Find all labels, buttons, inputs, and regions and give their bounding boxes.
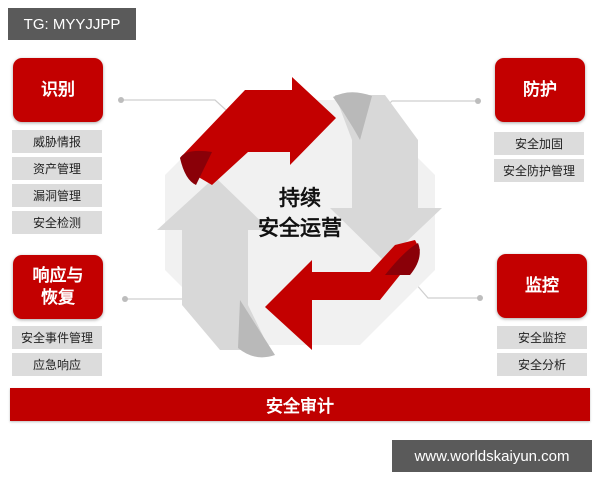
gray-arrow-down-icon xyxy=(330,92,442,262)
connector-identify xyxy=(121,99,227,111)
monitor-item-security-monitor: 安全监控 xyxy=(497,326,587,349)
respond-item-incident-mgmt: 安全事件管理 xyxy=(12,326,102,349)
category-respond-recover: 响应与 恢复 xyxy=(13,255,103,319)
connector-dot-identify xyxy=(118,97,124,103)
connector-dot-respond xyxy=(122,296,128,302)
protect-item-hardening: 安全加固 xyxy=(494,132,584,155)
category-identify: 识别 xyxy=(13,58,103,122)
identify-item-asset-mgmt: 资产管理 xyxy=(12,157,102,180)
red-arrow-right-icon xyxy=(180,77,336,185)
security-audit-bar: 安全审计 xyxy=(10,388,590,421)
protect-item-protection-mgmt: 安全防护管理 xyxy=(494,159,584,182)
identify-item-security-detect: 安全检测 xyxy=(12,211,102,234)
identify-item-vuln-mgmt: 漏洞管理 xyxy=(12,184,102,207)
center-title: 持续 安全运营 xyxy=(230,183,370,243)
category-monitor: 监控 xyxy=(497,254,587,318)
respond-label-line2: 恢复 xyxy=(41,288,75,308)
category-protect: 防护 xyxy=(495,58,585,122)
watermark-bottom: www.worldskaiyun.com xyxy=(392,440,592,472)
respond-label-line1: 响应与 xyxy=(32,266,84,286)
connector-dot-monitor xyxy=(477,295,483,301)
center-title-line1: 持续 xyxy=(279,186,321,210)
connector-monitor xyxy=(414,282,480,299)
respond-item-emergency-response: 应急响应 xyxy=(12,353,102,376)
connector-dot-protect xyxy=(475,98,481,104)
center-title-line2: 安全运营 xyxy=(258,216,342,240)
gray-arrow-up-icon xyxy=(157,177,275,358)
red-arrow-left-icon xyxy=(265,240,420,350)
monitor-item-security-analysis: 安全分析 xyxy=(497,353,587,376)
watermark-top: TG: MYYJJPP xyxy=(8,8,136,40)
identify-item-threat-intel: 威胁情报 xyxy=(12,130,102,153)
